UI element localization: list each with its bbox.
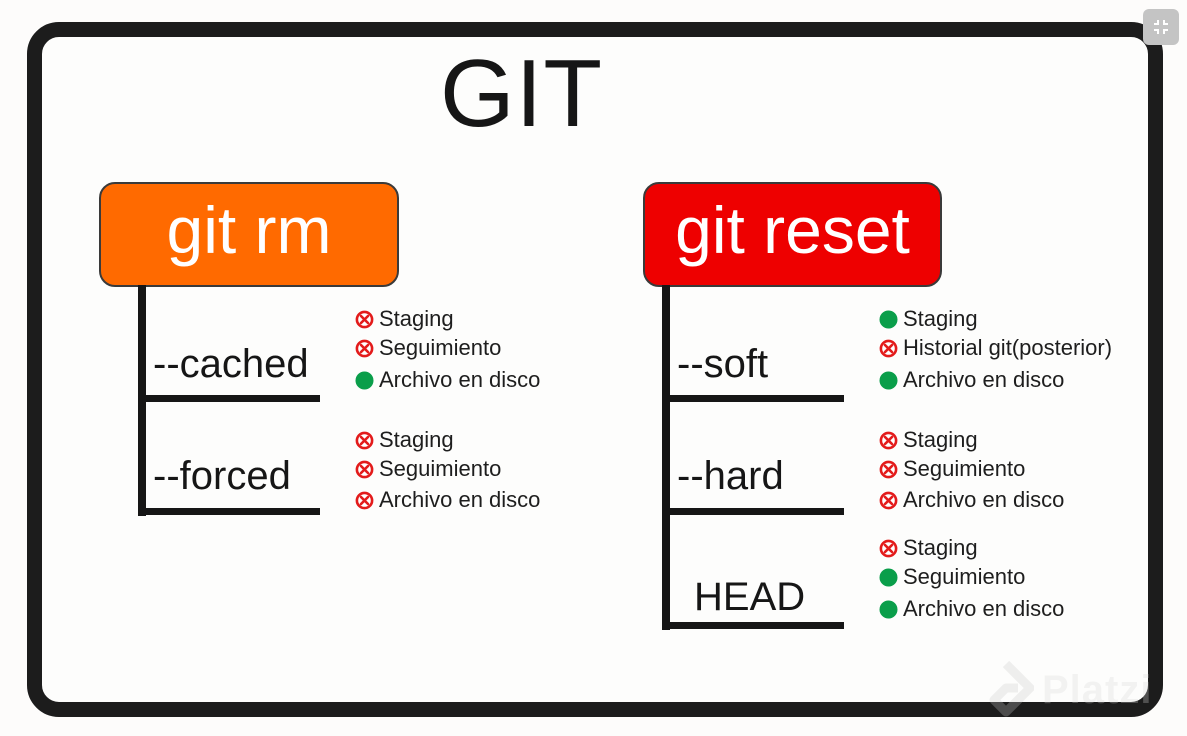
hard-branch	[662, 508, 844, 515]
status-no-icon	[879, 339, 898, 358]
status-label: Staging	[903, 427, 978, 452]
forced-branch	[138, 508, 320, 515]
status-yes-icon	[879, 600, 898, 619]
option-hard: --hard	[677, 454, 784, 498]
status-label: Archivo en disco	[379, 367, 541, 392]
slide-title: GIT	[440, 40, 603, 147]
status-no-icon	[355, 460, 374, 479]
platzi-watermark: Platzi	[978, 660, 1152, 720]
git-reset-label: git reset	[675, 192, 910, 267]
option-soft: --soft	[677, 342, 769, 386]
status-item: Staging	[879, 308, 978, 330]
option-forced: --forced	[153, 454, 291, 498]
status-label: Archivo en disco	[903, 367, 1065, 392]
git-reset-box: git reset	[643, 182, 942, 287]
status-item: Seguimiento	[355, 337, 501, 359]
status-label: Archivo en disco	[903, 596, 1065, 621]
soft-branch	[662, 395, 844, 402]
status-label: Staging	[379, 306, 454, 331]
status-item: Historial git(posterior)	[879, 337, 1112, 359]
status-item: Archivo en disco	[879, 489, 1064, 511]
status-yes-icon	[355, 371, 374, 390]
status-no-icon	[879, 460, 898, 479]
status-no-icon	[355, 431, 374, 450]
status-no-icon	[879, 539, 898, 558]
status-label: Seguimiento	[903, 456, 1026, 481]
status-item: Seguimiento	[879, 566, 1025, 588]
git-rm-box: git rm	[99, 182, 399, 287]
status-label: Seguimiento	[379, 335, 502, 360]
status-item: Archivo en disco	[879, 598, 1064, 620]
exit-fullscreen-icon	[1154, 20, 1168, 34]
status-item: Staging	[879, 537, 978, 559]
status-item: Staging	[355, 429, 454, 451]
option-cached: --cached	[153, 342, 309, 386]
status-item: Archivo en disco	[355, 369, 540, 391]
status-label: Seguimiento	[379, 456, 502, 481]
status-item: Staging	[355, 308, 454, 330]
platzi-logo-icon	[989, 660, 1034, 717]
status-item: Staging	[879, 429, 978, 451]
status-yes-icon	[879, 371, 898, 390]
option-head: HEAD	[694, 575, 806, 619]
git-reset-tree-trunk	[662, 285, 670, 630]
status-item: Archivo en disco	[879, 369, 1064, 391]
status-item: Archivo en disco	[355, 489, 540, 511]
status-label: Staging	[903, 535, 978, 560]
status-label: Historial git(posterior)	[903, 335, 1113, 360]
status-no-icon	[355, 339, 374, 358]
head-branch	[662, 622, 844, 629]
status-item: Seguimiento	[879, 458, 1025, 480]
status-yes-icon	[879, 568, 898, 587]
status-yes-icon	[879, 310, 898, 329]
status-label: Staging	[903, 306, 978, 331]
status-no-icon	[355, 491, 374, 510]
status-no-icon	[355, 310, 374, 329]
cached-branch	[138, 395, 320, 402]
status-label: Archivo en disco	[903, 487, 1065, 512]
status-label: Archivo en disco	[379, 487, 541, 512]
status-label: Seguimiento	[903, 564, 1026, 589]
status-no-icon	[879, 431, 898, 450]
status-item: Seguimiento	[355, 458, 501, 480]
slide-frame	[27, 22, 1163, 717]
exit-fullscreen-button[interactable]	[1143, 9, 1179, 45]
status-label: Staging	[379, 427, 454, 452]
git-rm-label: git rm	[166, 192, 332, 267]
watermark-text: Platzi	[1042, 667, 1153, 712]
status-no-icon	[879, 491, 898, 510]
